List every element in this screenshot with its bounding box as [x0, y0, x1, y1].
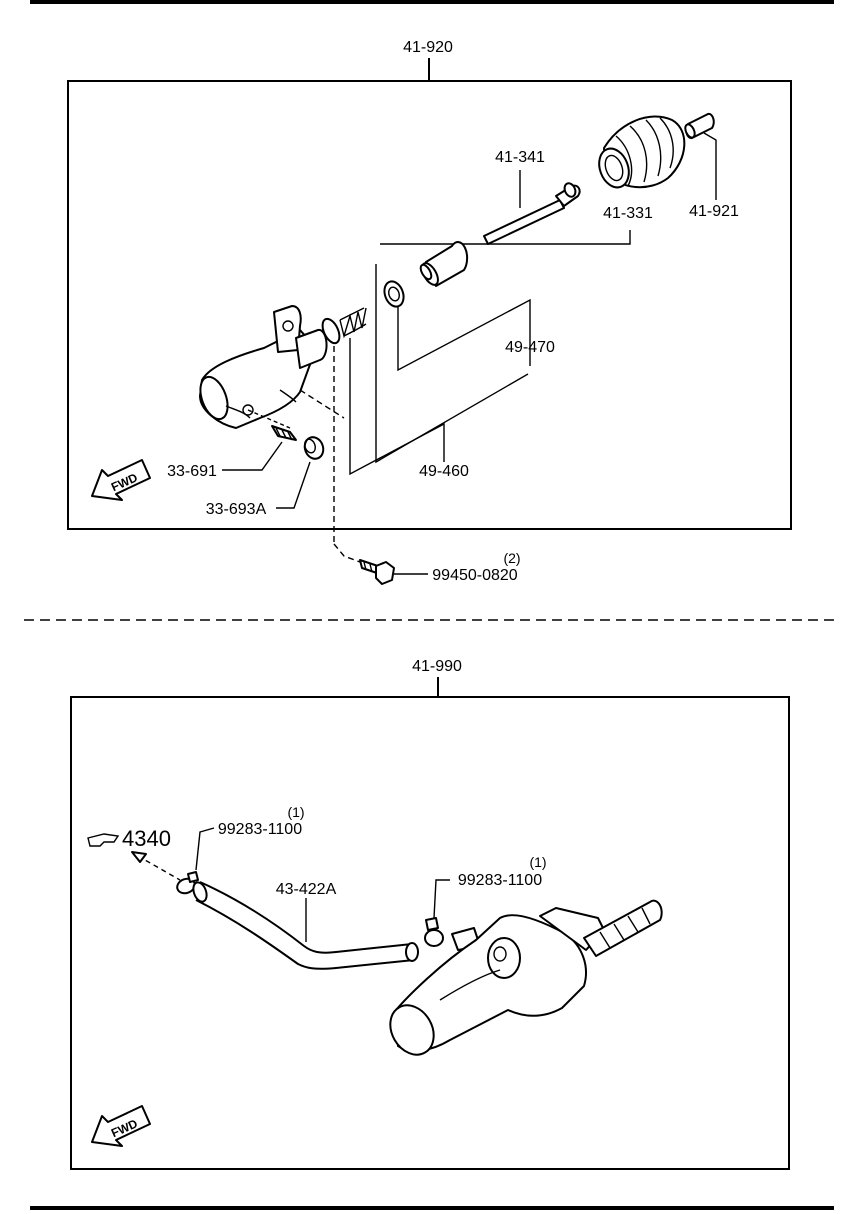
seal-part — [383, 280, 405, 308]
kit-bracket-49-460 — [375, 264, 529, 464]
label-41-331: 41-331 — [603, 205, 653, 222]
lower-section: 41-990 4340 99283-1100 (1) 43-422A — [70, 658, 790, 1170]
fwd-arrow-icon: FWD — [91, 459, 151, 501]
label-49-470: 49-470 — [505, 339, 555, 356]
pointing-hand-icon — [87, 833, 120, 847]
qty-clamp-right: (1) — [529, 854, 546, 870]
label-33-691: 33-691 — [167, 463, 217, 480]
fwd-arrow-icon-lower: FWD — [91, 1105, 151, 1147]
top-rule — [30, 0, 834, 4]
reference-pointer: 4340 — [87, 826, 171, 851]
label-33-693a: 33-693A — [206, 501, 267, 518]
qty-clamp-left: (1) — [287, 804, 304, 820]
piston-part — [419, 241, 469, 287]
push-rod-part — [483, 182, 581, 245]
label-41-921: 41-921 — [689, 203, 739, 220]
upper-frame — [67, 80, 792, 530]
label-clamp-right: 99283-1100 — [458, 872, 542, 889]
boot-part — [598, 115, 686, 189]
label-clamp-left: 99283-1100 — [218, 821, 302, 838]
clamp-left-part — [176, 871, 199, 895]
clamp-right-part — [424, 917, 444, 947]
label-41-341: 41-341 — [495, 149, 545, 166]
pin-part — [684, 112, 715, 140]
bolt-part — [359, 559, 395, 585]
label-43-422a: 43-422A — [276, 881, 337, 898]
qty-99450-0820: (2) — [503, 550, 520, 566]
assembly-number-41-920: 41-920 — [403, 39, 453, 56]
upper-section: 41-920 41-921 41-331 41-341 — [67, 39, 792, 585]
label-49-460: 49-460 — [419, 463, 469, 480]
slave-cylinder-assembled-part — [389, 899, 663, 1056]
assembly-number-41-990: 41-990 — [412, 658, 462, 675]
reference-4340: 4340 — [122, 826, 171, 851]
bottom-rule — [30, 1206, 834, 1210]
bleeder-screw-part — [271, 425, 297, 441]
slave-cylinder-part — [199, 305, 328, 429]
label-99450-0820: 99450-0820 — [432, 567, 518, 584]
hose-part — [192, 881, 419, 970]
bleeder-cap-part — [303, 436, 325, 460]
kit-bracket-49-470 — [397, 298, 531, 372]
lower-frame — [70, 696, 790, 1170]
